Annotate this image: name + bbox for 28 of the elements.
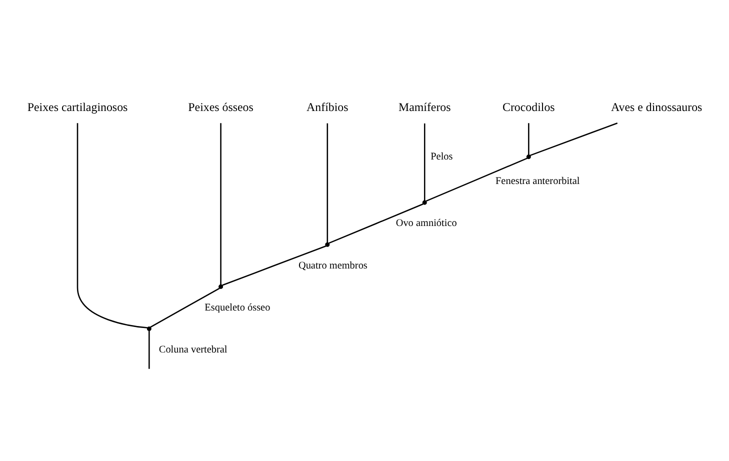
connector <box>424 122 426 200</box>
edge-label: Pelos <box>430 150 453 162</box>
node-text: Peixes cartilaginosos <box>27 99 128 114</box>
edge-label: Esqueleto ósseo <box>204 302 270 313</box>
connector <box>530 122 618 156</box>
connector <box>76 122 148 328</box>
node-point <box>218 284 224 288</box>
node-point <box>526 154 531 159</box>
edge-label: Coluna vertebral <box>158 344 228 355</box>
node-point <box>146 326 152 331</box>
connector <box>220 122 222 284</box>
node-text: Mamíferos <box>398 99 451 114</box>
connector <box>426 157 528 202</box>
connector <box>222 244 326 286</box>
node-point <box>422 200 427 204</box>
connector <box>328 202 424 244</box>
edge-label: Quatro membros <box>298 260 368 271</box>
edge-label: Ovo amniótico <box>396 218 457 229</box>
connector <box>150 287 220 328</box>
connector <box>528 122 530 154</box>
node-text: Peixes ósseos <box>188 99 254 114</box>
node-point <box>325 242 330 246</box>
node-text: Crocodilos <box>502 99 555 114</box>
connector <box>148 330 150 368</box>
connector <box>326 122 328 242</box>
node-text: Anfíbios <box>306 99 348 114</box>
node-text: Aves e dinossauros <box>611 99 702 114</box>
edge-label: Fenestra anterorbital <box>495 176 580 187</box>
